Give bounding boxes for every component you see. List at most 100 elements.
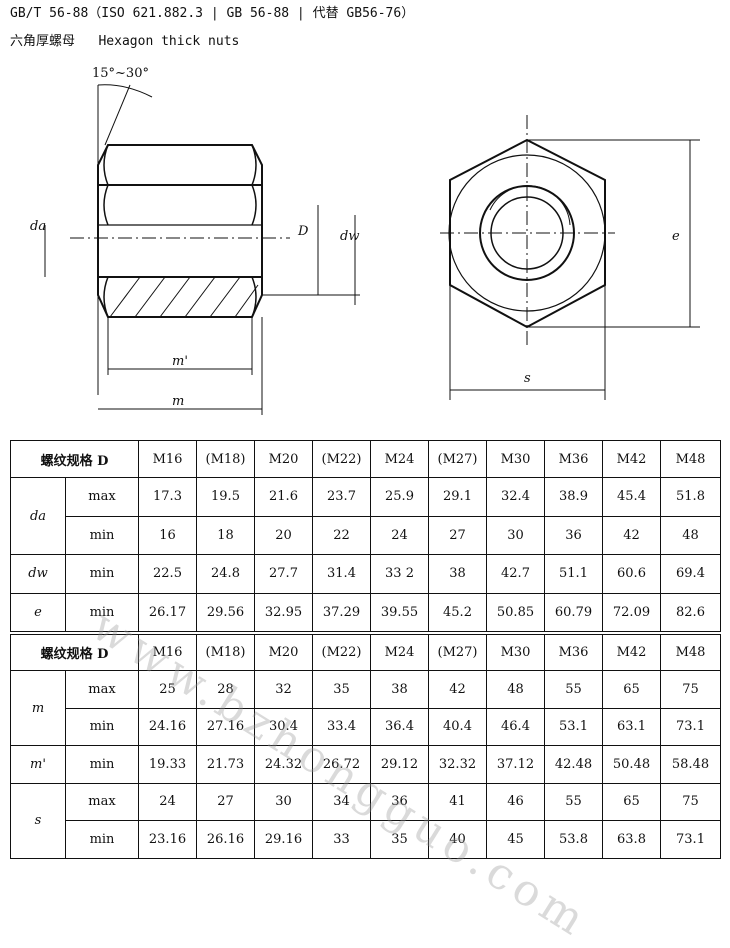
value-cell: 73.1: [660, 820, 721, 859]
value-cell: 32.32: [428, 745, 487, 784]
value-cell: 63.1: [602, 707, 661, 746]
value-cell: 18: [196, 515, 255, 555]
size-col: M24: [370, 634, 429, 671]
limit-cell: min: [65, 554, 139, 594]
size-col: (M22): [312, 440, 371, 478]
value-cell: 26.17: [138, 592, 197, 632]
value-cell: 72.09: [602, 592, 661, 632]
value-cell: 50.48: [602, 745, 661, 784]
title-line: 六角厚螺母 Hexagon thick nuts: [10, 34, 240, 49]
value-cell: 36: [370, 782, 429, 821]
limit-cell: min: [65, 515, 139, 555]
value-cell: 37.29: [312, 592, 371, 632]
value-cell: 27.7: [254, 554, 313, 594]
value-cell: 27: [196, 782, 255, 821]
size-col: M48: [660, 634, 721, 671]
limit-cell: max: [65, 782, 139, 821]
value-cell: 41: [428, 782, 487, 821]
size-col: M16: [138, 634, 197, 671]
value-cell: 30.4: [254, 707, 313, 746]
value-cell: 38: [428, 554, 487, 594]
symbol-cell: s: [10, 782, 66, 859]
value-cell: 51.8: [660, 477, 721, 517]
value-cell: 26.16: [196, 820, 255, 859]
limit-cell: min: [65, 592, 139, 632]
value-cell: 55: [544, 670, 603, 709]
value-cell: 22: [312, 515, 371, 555]
standard-header: GB/T 56-88（ISO 621.882.3 | GB 56-88 | 代替…: [10, 6, 415, 21]
value-cell: 29.16: [254, 820, 313, 859]
size-col: (M18): [196, 440, 255, 478]
value-cell: 46: [486, 782, 545, 821]
value-cell: 28: [196, 670, 255, 709]
value-cell: 75: [660, 782, 721, 821]
value-cell: 33.4: [312, 707, 371, 746]
value-cell: 42: [428, 670, 487, 709]
value-cell: 23.7: [312, 477, 371, 517]
value-cell: 20: [254, 515, 313, 555]
value-cell: 30: [486, 515, 545, 555]
value-cell: 53.8: [544, 820, 603, 859]
section-hatching: [109, 276, 259, 318]
side-view-outline: [97, 144, 263, 318]
value-cell: 35: [312, 670, 371, 709]
value-cell: 32.95: [254, 592, 313, 632]
size-col: M16: [138, 440, 197, 478]
size-col: M42: [602, 440, 661, 478]
value-cell: 19.33: [138, 745, 197, 784]
value-cell: 19.5: [196, 477, 255, 517]
value-cell: 24.16: [138, 707, 197, 746]
value-cell: 73.1: [660, 707, 721, 746]
value-cell: 24.8: [196, 554, 255, 594]
value-cell: 35: [370, 820, 429, 859]
size-col: M30: [486, 440, 545, 478]
value-cell: 53.1: [544, 707, 603, 746]
value-cell: 45: [486, 820, 545, 859]
value-cell: 42.48: [544, 745, 603, 784]
angle-label: 15°~30°: [92, 66, 149, 81]
symbol-cell: m': [10, 745, 66, 784]
value-cell: 36: [544, 515, 603, 555]
size-col: M36: [544, 634, 603, 671]
value-cell: 46.4: [486, 707, 545, 746]
value-cell: 75: [660, 670, 721, 709]
value-cell: 60.79: [544, 592, 603, 632]
value-cell: 55: [544, 782, 603, 821]
end-view: [440, 115, 700, 400]
value-cell: 38.9: [544, 477, 603, 517]
value-cell: 21.6: [254, 477, 313, 517]
dim-m-prime: m': [172, 354, 188, 369]
value-cell: 38: [370, 670, 429, 709]
value-cell: 37.12: [486, 745, 545, 784]
value-cell: 45.2: [428, 592, 487, 632]
value-cell: 29.1: [428, 477, 487, 517]
value-cell: 27: [428, 515, 487, 555]
value-cell: 25.9: [370, 477, 429, 517]
dim-m: m: [172, 394, 184, 409]
dim-s: s: [524, 371, 531, 386]
value-cell: 36.4: [370, 707, 429, 746]
value-cell: 48: [486, 670, 545, 709]
value-cell: 60.6: [602, 554, 661, 594]
header-label: 螺纹规格 D: [10, 634, 139, 671]
value-cell: 21.73: [196, 745, 255, 784]
size-col: M20: [254, 440, 313, 478]
dim-e: e: [672, 229, 680, 244]
symbol-cell: m: [10, 670, 66, 746]
value-cell: 26.72: [312, 745, 371, 784]
value-cell: 42: [602, 515, 661, 555]
limit-cell: min: [65, 820, 139, 859]
value-cell: 58.48: [660, 745, 721, 784]
nut-drawing: 15°~30° da D dw m' m e s: [30, 66, 700, 415]
size-col: (M27): [428, 634, 487, 671]
dimension-table-1: 螺纹规格 D M16 (M18) M20 (M22) M24 (M27) M30…: [10, 440, 721, 478]
value-cell: 63.8: [602, 820, 661, 859]
value-cell: 17.3: [138, 477, 197, 517]
